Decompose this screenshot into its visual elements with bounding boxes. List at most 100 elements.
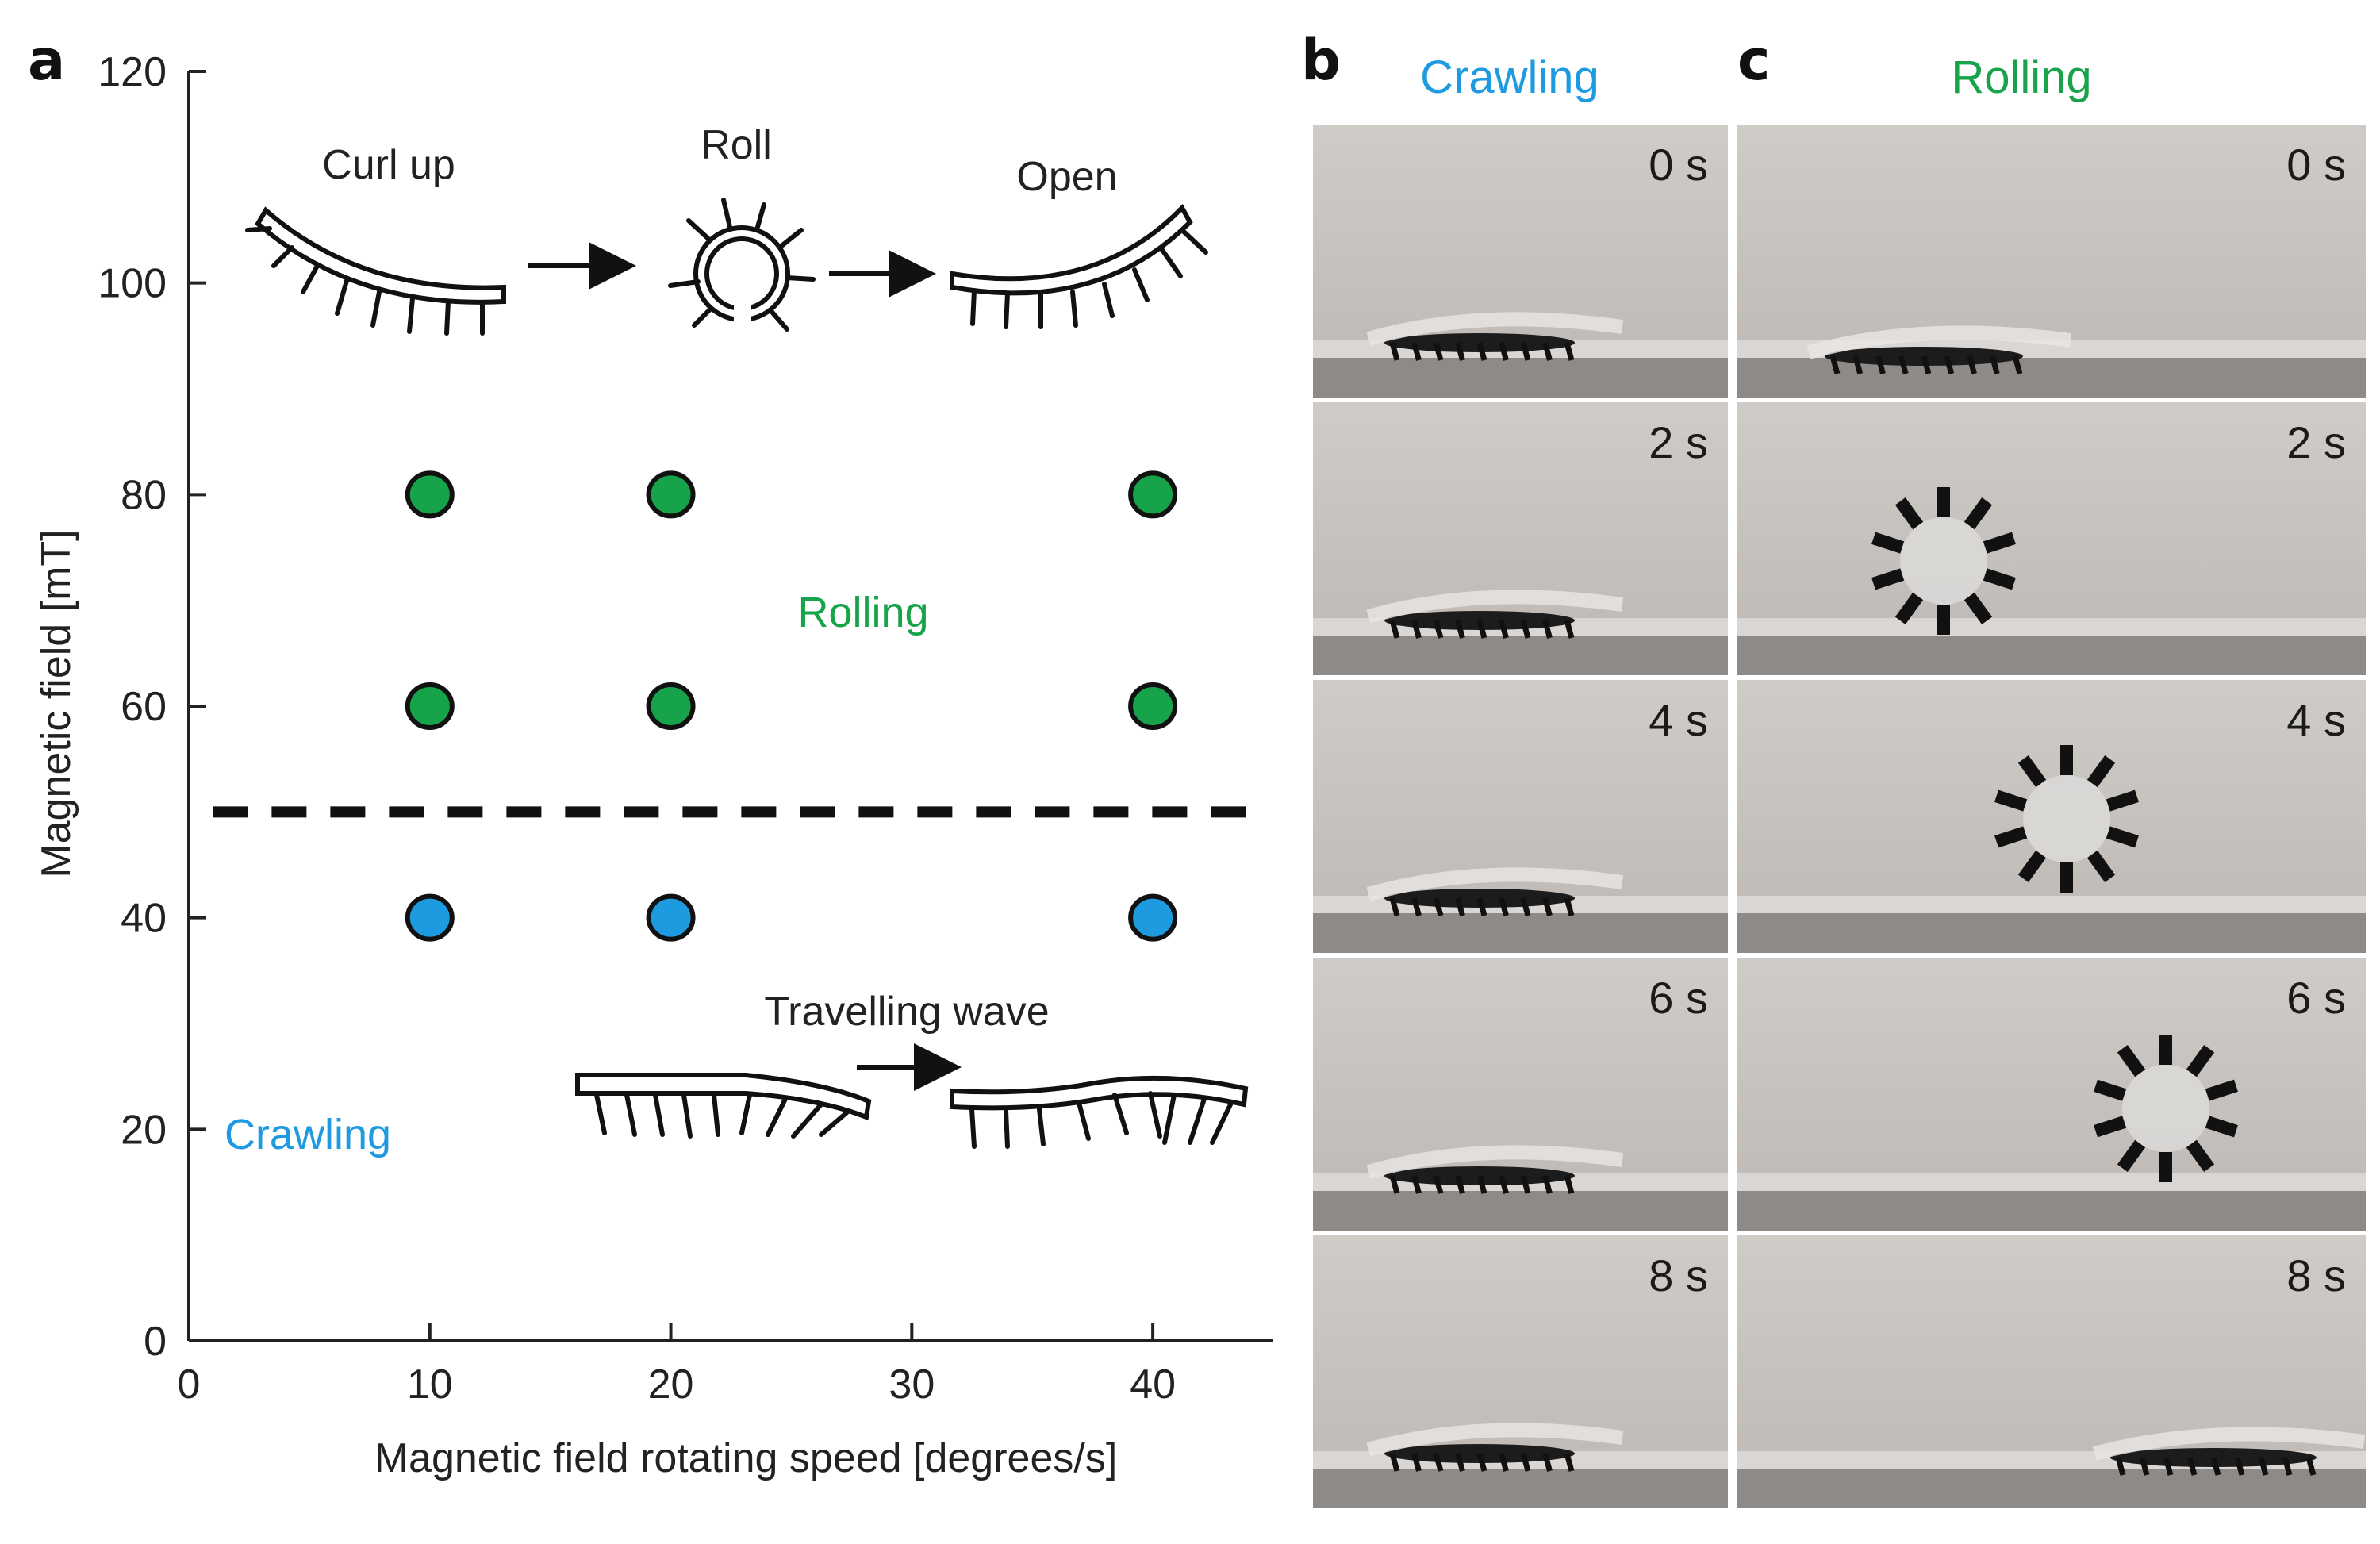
table-surface: [1737, 896, 2366, 913]
table-surface: [1737, 1173, 2366, 1191]
table-edge: [1313, 1191, 1728, 1231]
robot-leg: [1520, 620, 1531, 639]
robot-leg: [1829, 355, 1841, 374]
y-tick-label: 60: [121, 684, 167, 730]
curl-up-label: Curl up: [322, 142, 455, 188]
y-tick-label: 120: [98, 49, 167, 95]
table-edge: [1313, 636, 1728, 675]
robot-rolled-body: [2023, 775, 2110, 862]
y-tick-label: 0: [144, 1319, 167, 1365]
y-tick-label: 40: [121, 896, 167, 942]
robot-leg: [1542, 620, 1553, 639]
table-edge: [1737, 913, 2366, 953]
travelling-wave-diagram-right: [950, 1075, 1249, 1149]
table-edge: [1737, 1191, 2366, 1231]
robot-leg: [1476, 342, 1488, 361]
table-edge: [1313, 913, 1728, 953]
robot-leg: [1499, 1453, 1509, 1472]
robot-leg: [1455, 342, 1465, 361]
y-tick-label: 20: [121, 1107, 167, 1153]
robot-leg: [1994, 826, 2028, 848]
rolling-data-point: [1128, 470, 1178, 519]
robot-leg: [1433, 620, 1444, 639]
x-tick-label: 0: [178, 1362, 201, 1408]
robot-leg: [1411, 620, 1422, 639]
crawling-frame: 2 s: [1313, 402, 1728, 675]
robot-leg: [2094, 1116, 2127, 1138]
time-label: 4 s: [2286, 695, 2346, 745]
rolling-frame: 6 s: [1737, 958, 2366, 1231]
time-label: 0 s: [2286, 140, 2346, 190]
robot-leg: [1542, 342, 1553, 361]
robot-leg: [2106, 789, 2139, 812]
rolling-frame: 2 s: [1737, 402, 2366, 675]
robot-rolled-body: [2122, 1065, 2209, 1152]
roll-label: Roll: [701, 122, 772, 168]
robot-leg: [1983, 568, 2016, 590]
rolling-column-title: Rolling: [1951, 52, 2091, 103]
roll-robot-diagram: [668, 198, 816, 332]
crawling-data-point: [1128, 893, 1178, 942]
robot-leg: [1871, 568, 1905, 590]
robot-leg: [1499, 1175, 1509, 1194]
robot-leg: [1564, 1175, 1575, 1194]
robot-leg: [1411, 897, 1422, 916]
robot-leg: [1921, 355, 1932, 374]
robot-leg: [1499, 342, 1509, 361]
crawling-frame: 8 s: [1313, 1235, 1728, 1508]
robot-leg: [1542, 1453, 1553, 1472]
crawling-frame: 0 s: [1313, 125, 1728, 398]
robot-leg: [1389, 897, 1400, 916]
y-ticks: 0 20 40 60 80 100 120: [98, 49, 206, 1365]
robot-leg: [1542, 1175, 1553, 1194]
data-points: [405, 470, 1178, 942]
robot-leg: [2186, 1139, 2215, 1172]
robot-leg: [1871, 532, 1905, 554]
robot-leg: [2210, 1457, 2221, 1476]
robot-leg: [2186, 1457, 2198, 1476]
travelling-wave-label: Travelling wave: [764, 989, 1049, 1035]
y-axis-label: Magnetic field [mT]: [33, 529, 79, 878]
robot-film: [1366, 1423, 1624, 1457]
robot-leg: [1433, 1453, 1444, 1472]
x-tick-label: 20: [648, 1362, 694, 1408]
robot-leg: [1875, 355, 1886, 374]
robot-leg: [1499, 620, 1509, 639]
robot-leg: [2139, 1457, 2150, 1476]
time-label: 4 s: [1649, 695, 1708, 745]
time-label: 6 s: [2286, 973, 2346, 1023]
y-tick-label: 80: [121, 472, 167, 518]
robot-leg: [2115, 1457, 2126, 1476]
robot-leg: [1389, 1175, 1400, 1194]
crawling-data-point: [646, 893, 696, 942]
rolling-data-point: [1128, 682, 1178, 730]
robot-leg: [1476, 897, 1488, 916]
video-frames: 0 s2 s4 s6 s8 s0 s2 s4 s6 s8 s: [1313, 125, 2366, 1508]
panel-letter-a: a: [28, 28, 65, 93]
robot-leg: [1476, 620, 1488, 639]
robot-leg: [1389, 1453, 1400, 1472]
travelling-wave-diagram-left: [575, 1073, 872, 1139]
robot-leg: [1520, 1175, 1531, 1194]
robot-leg: [1983, 532, 2016, 554]
robot-leg: [1389, 342, 1400, 361]
y-tick-label: 100: [98, 261, 167, 307]
robot-leg: [2017, 850, 2047, 882]
robot-photographs: [1366, 312, 2366, 1476]
time-label: 0 s: [1649, 140, 1708, 190]
robot-film: [1366, 312, 1624, 346]
robot-leg: [2086, 850, 2116, 882]
robot-leg: [1455, 1175, 1465, 1194]
robot-leg: [1455, 897, 1465, 916]
robot-leg: [1520, 342, 1531, 361]
robot-leg: [1411, 342, 1422, 361]
robot-leg: [1944, 355, 1955, 374]
robot-leg: [2117, 1139, 2146, 1172]
table-edge: [1737, 358, 2366, 398]
robot-leg: [1455, 1453, 1465, 1472]
rolling-data-point: [646, 470, 696, 519]
robot-leg: [1433, 342, 1444, 361]
x-tick-label: 30: [889, 1362, 935, 1408]
